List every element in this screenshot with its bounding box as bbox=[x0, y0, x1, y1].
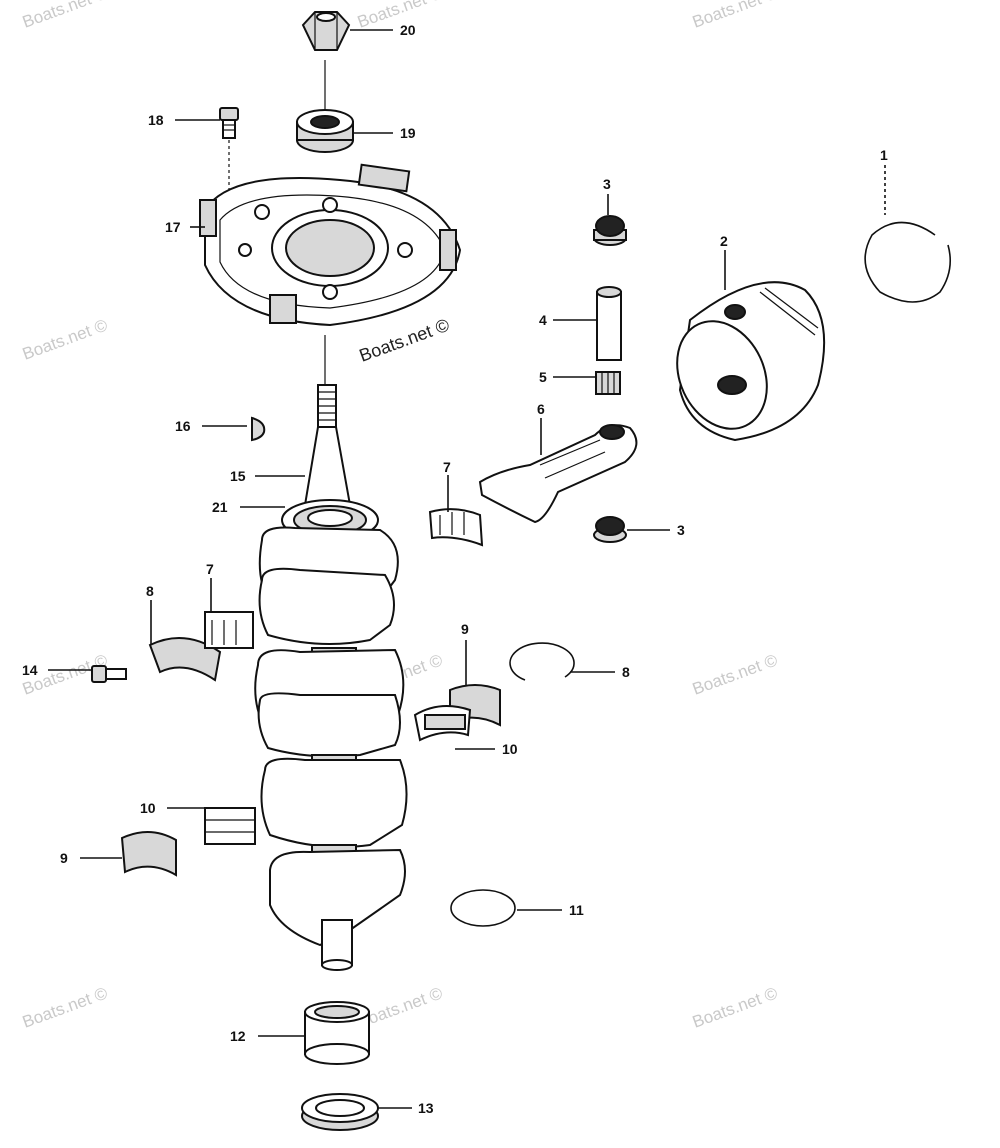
callout-16: 16 bbox=[175, 418, 191, 434]
callout-20: 20 bbox=[400, 22, 416, 38]
part-piston bbox=[676, 281, 826, 442]
callout-12: 12 bbox=[230, 1028, 246, 1044]
part-bolt-upper bbox=[219, 107, 239, 205]
part-lower-seal bbox=[301, 1093, 379, 1131]
watermark: Boats.net © bbox=[20, 0, 111, 32]
callout-15: 15 bbox=[230, 468, 246, 484]
callout-13: 13 bbox=[418, 1100, 434, 1116]
callout-3-bottom: 3 bbox=[677, 522, 685, 538]
watermark-main: Boats.net © bbox=[357, 315, 452, 366]
watermark: Boats.net © bbox=[690, 983, 781, 1031]
part-rod-bolt bbox=[91, 665, 127, 683]
callout-14: 14 bbox=[22, 662, 38, 678]
part-needle-bearing bbox=[595, 371, 621, 395]
part-retainer-plate bbox=[199, 163, 462, 327]
part-nut bbox=[301, 11, 351, 51]
part-piston-ring bbox=[864, 221, 951, 303]
callout-11: 11 bbox=[569, 902, 584, 918]
part-thrust-washer-bottom bbox=[593, 516, 627, 543]
callout-6: 6 bbox=[537, 401, 545, 417]
callout-4: 4 bbox=[539, 312, 547, 328]
callout-17: 17 bbox=[165, 219, 181, 235]
watermark: Boats.net © bbox=[690, 0, 781, 32]
callout-10-left: 10 bbox=[140, 800, 156, 816]
callout-1: 1 bbox=[880, 147, 888, 163]
callout-7-left: 7 bbox=[206, 561, 214, 577]
watermark: Boats.net © bbox=[20, 983, 111, 1031]
part-bearing-halves-left bbox=[120, 807, 256, 877]
callout-7-right: 7 bbox=[443, 459, 451, 475]
part-lower-bearing bbox=[304, 1001, 370, 1065]
part-thrust-washer-top bbox=[593, 215, 627, 246]
part-bearing-cage-upper bbox=[428, 508, 484, 547]
callout-9-right: 9 bbox=[461, 621, 469, 637]
callout-9-left: 9 bbox=[60, 850, 68, 866]
watermark: Boats.net © bbox=[690, 650, 781, 698]
part-connecting-rod bbox=[478, 424, 638, 524]
callout-18: 18 bbox=[148, 112, 164, 128]
callout-5: 5 bbox=[539, 369, 547, 385]
watermark: Boats.net © bbox=[20, 315, 111, 363]
callout-21: 21 bbox=[212, 499, 228, 515]
callout-3-top: 3 bbox=[603, 176, 611, 192]
callout-labels: 20 19 18 17 1 2 3 3 4 5 6 7 7 8 8 9 9 10… bbox=[22, 22, 888, 1116]
part-retaining-ring-small bbox=[509, 642, 575, 681]
callout-10-right: 10 bbox=[502, 741, 518, 757]
callout-2: 2 bbox=[720, 233, 728, 249]
part-crankshaft bbox=[254, 384, 408, 971]
part-bearing-halves-right bbox=[413, 684, 501, 742]
part-retaining-ring bbox=[450, 889, 516, 927]
callout-8-right: 8 bbox=[622, 664, 630, 680]
part-rod-cap bbox=[148, 611, 254, 682]
leader-lines bbox=[48, 29, 886, 1109]
part-seal bbox=[296, 109, 354, 153]
part-woodruff-key bbox=[251, 416, 266, 442]
callout-19: 19 bbox=[400, 125, 416, 141]
callout-8-left: 8 bbox=[146, 583, 154, 599]
part-piston-pin bbox=[596, 286, 622, 361]
